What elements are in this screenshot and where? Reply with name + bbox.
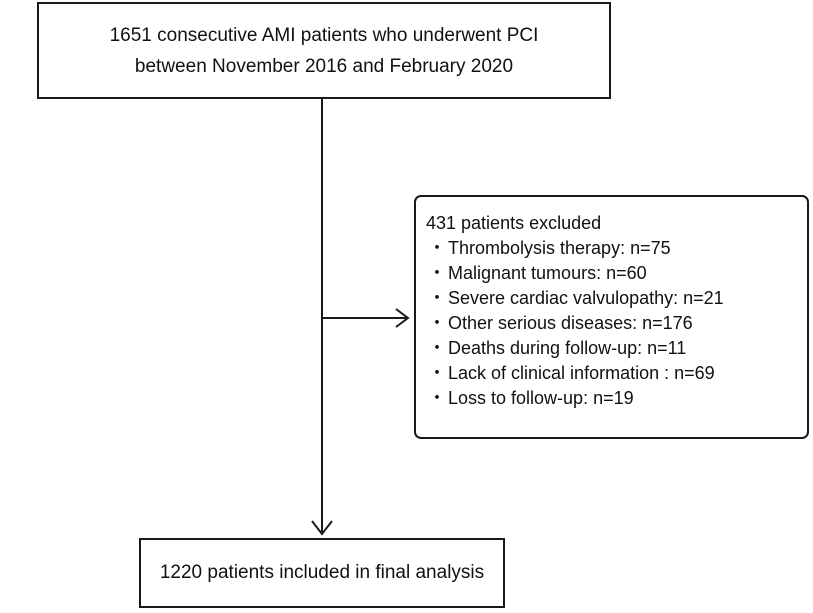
exclusion-item: ・Deaths during follow-up: n=11	[426, 336, 807, 361]
bullet-icon: ・	[428, 238, 446, 258]
exclusion-item-text: Malignant tumours: n=60	[448, 263, 647, 283]
exclusion-item: ・Loss to follow-up: n=19	[426, 386, 807, 411]
exclusion-item: ・Lack of clinical information : n=69	[426, 361, 807, 386]
exclusion-item: ・Malignant tumours: n=60	[426, 261, 807, 286]
final-analysis-box: 1220 patients included in final analysis	[139, 538, 505, 608]
enrollment-box: 1651 consecutive AMI patients who underw…	[37, 2, 611, 99]
exclusion-heading: 431 patients excluded	[426, 213, 602, 233]
exclusion-item: ・Other serious diseases: n=176	[426, 311, 807, 336]
final-analysis-text: 1220 patients included in final analysis	[159, 562, 485, 583]
exclusion-item: ・Severe cardiac valvulopathy: n=21	[426, 286, 807, 311]
bullet-icon: ・	[428, 288, 446, 308]
exclusion-box: 431 patients excluded ・Thrombolysis ther…	[414, 195, 809, 439]
exclusion-item-text: Deaths during follow-up: n=11	[448, 338, 687, 358]
bullet-icon: ・	[428, 313, 446, 333]
exclusion-arrowhead	[395, 308, 410, 328]
exclusion-item-text: Loss to follow-up: n=19	[448, 388, 634, 408]
enrollment-text-line-2: between November 2016 and February 2020	[134, 55, 514, 77]
main-arrowhead	[311, 520, 333, 536]
enrollment-text-line-1: 1651 consecutive AMI patients who underw…	[109, 24, 539, 46]
exclusion-item: ・Thrombolysis therapy: n=75	[426, 236, 807, 261]
exclusion-item-text: Severe cardiac valvulopathy: n=21	[448, 288, 724, 308]
bullet-icon: ・	[428, 363, 446, 383]
exclusion-item-text: Thrombolysis therapy: n=75	[448, 238, 671, 258]
bullet-icon: ・	[428, 388, 446, 408]
exclusion-list: ・Thrombolysis therapy: n=75 ・Malignant t…	[426, 236, 807, 411]
exclusion-item-text: Other serious diseases: n=176	[448, 313, 693, 333]
bullet-icon: ・	[428, 338, 446, 358]
bullet-icon: ・	[428, 263, 446, 283]
exclusion-item-text: Lack of clinical information : n=69	[448, 363, 715, 383]
